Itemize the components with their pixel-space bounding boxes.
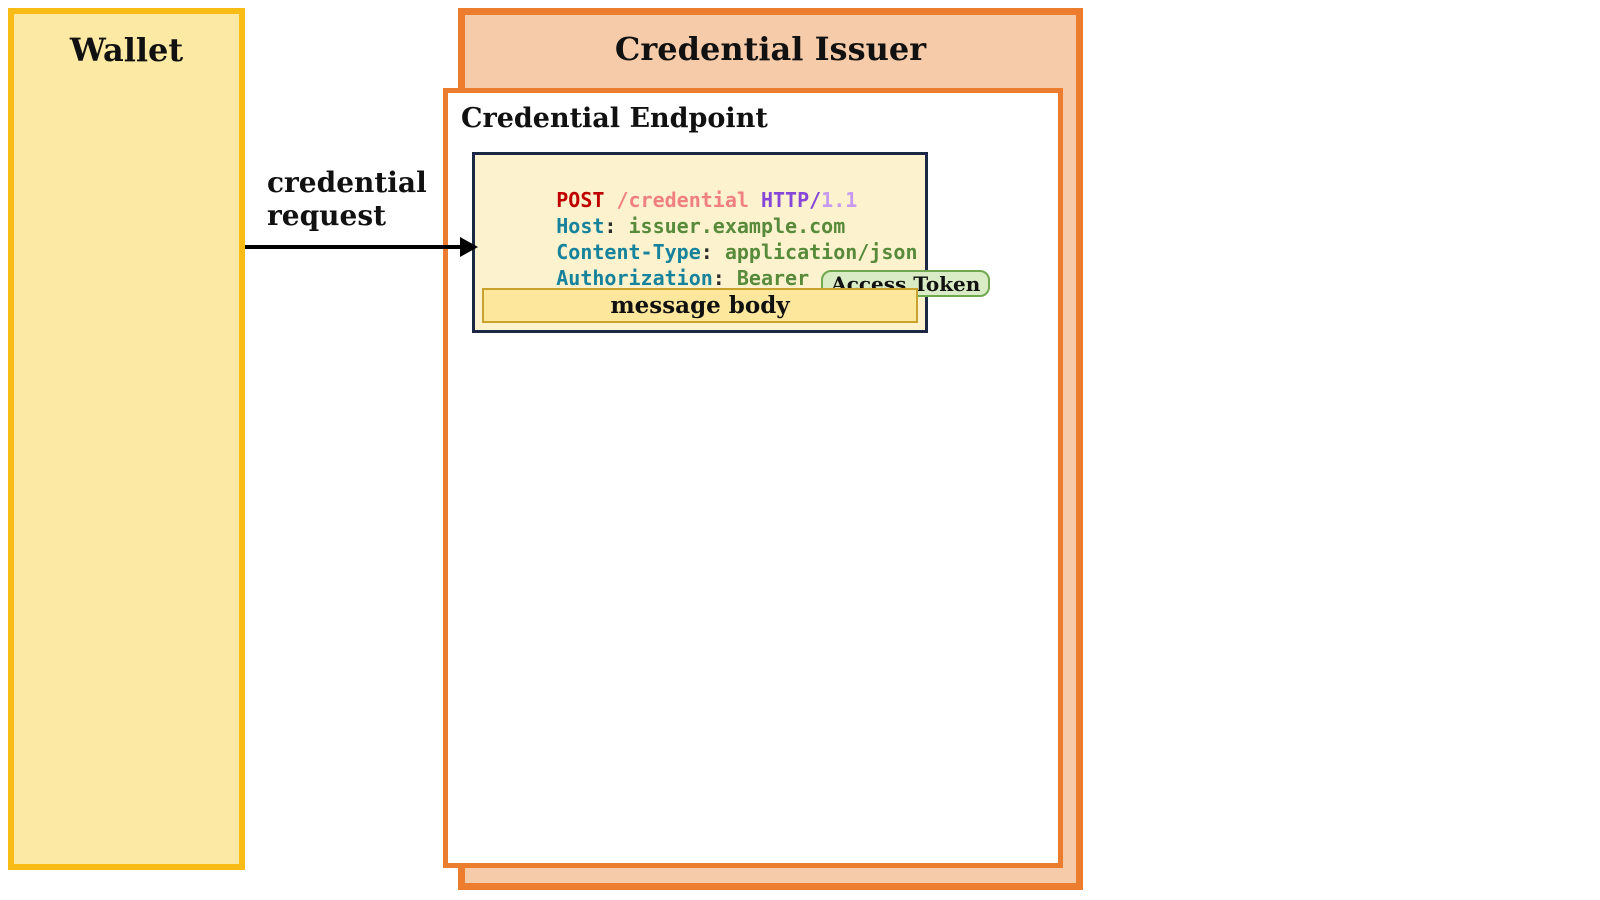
http-protocol: HTTP/ [748,188,822,212]
credential-issuer-title: Credential Issuer [614,30,927,68]
http-version: 1.1 [821,188,858,212]
http-request-line: POST /credential HTTP/1.1 [484,161,925,212]
authorization-scheme: Bearer [736,266,822,290]
credential-request-label-line2: request [267,199,387,232]
credential-request-label: credential request [267,166,427,232]
host-header-value: issuer.example.com [628,214,846,238]
wallet-box: Wallet [8,8,245,870]
credential-request-arrowhead-icon [460,237,478,257]
authorization-header-name: Authorization [556,266,713,290]
credential-request-arrow-line [245,245,461,249]
wallet-title: Wallet [69,31,184,69]
http-method: POST [556,188,605,212]
content-type-header-line: Content-Type: application/json [484,213,925,264]
http-path: /credential [604,188,749,212]
credential-endpoint-title: Credential Endpoint [461,103,768,134]
content-type-header-name: Content-Type [556,240,701,264]
host-header-name: Host [556,214,605,238]
host-header-separator: : [604,214,629,238]
content-type-header-separator: : [700,240,725,264]
http-request-block: POST /credential HTTP/1.1 Host: issuer.e… [472,152,991,333]
content-type-header-value: application/json [724,240,918,264]
authorization-header-separator: : [712,266,737,290]
host-header-line: Host: issuer.example.com [484,187,925,238]
credential-request-label-line1: credential [267,166,427,199]
message-body-box: message body [482,288,918,323]
